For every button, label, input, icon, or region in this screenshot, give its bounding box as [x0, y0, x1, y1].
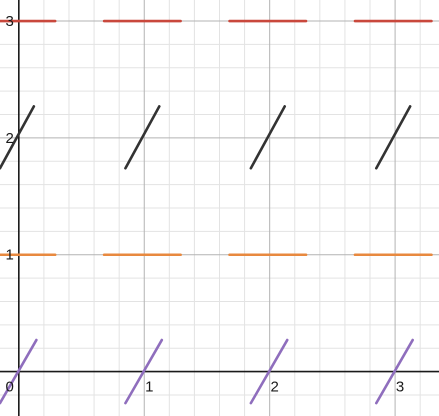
x-tick-label: 3: [396, 379, 404, 396]
x-tick-label: 2: [270, 379, 278, 396]
series-2-segment-3: [374, 105, 412, 170]
x-tick-labels: 0 1 2 3: [5, 379, 404, 396]
series-0-segment-2: [249, 338, 289, 405]
y-tick-label: 1: [5, 247, 13, 264]
series-2-segment-0: [0, 105, 36, 170]
series-layer: [0, 19, 433, 405]
x-tick-label: 0: [5, 379, 13, 396]
series-0-segment-1: [124, 338, 164, 405]
y-tick-labels: 1 2 3: [5, 13, 13, 264]
y-tick-label: 3: [5, 13, 13, 30]
series-0-segment-0: [0, 338, 38, 405]
y-tick-label: 2: [5, 130, 13, 147]
series-2-segment-2: [249, 105, 287, 170]
series-0-segment-3: [374, 338, 414, 405]
x-tick-label: 1: [145, 379, 153, 396]
series-2-segment-1: [124, 105, 161, 170]
